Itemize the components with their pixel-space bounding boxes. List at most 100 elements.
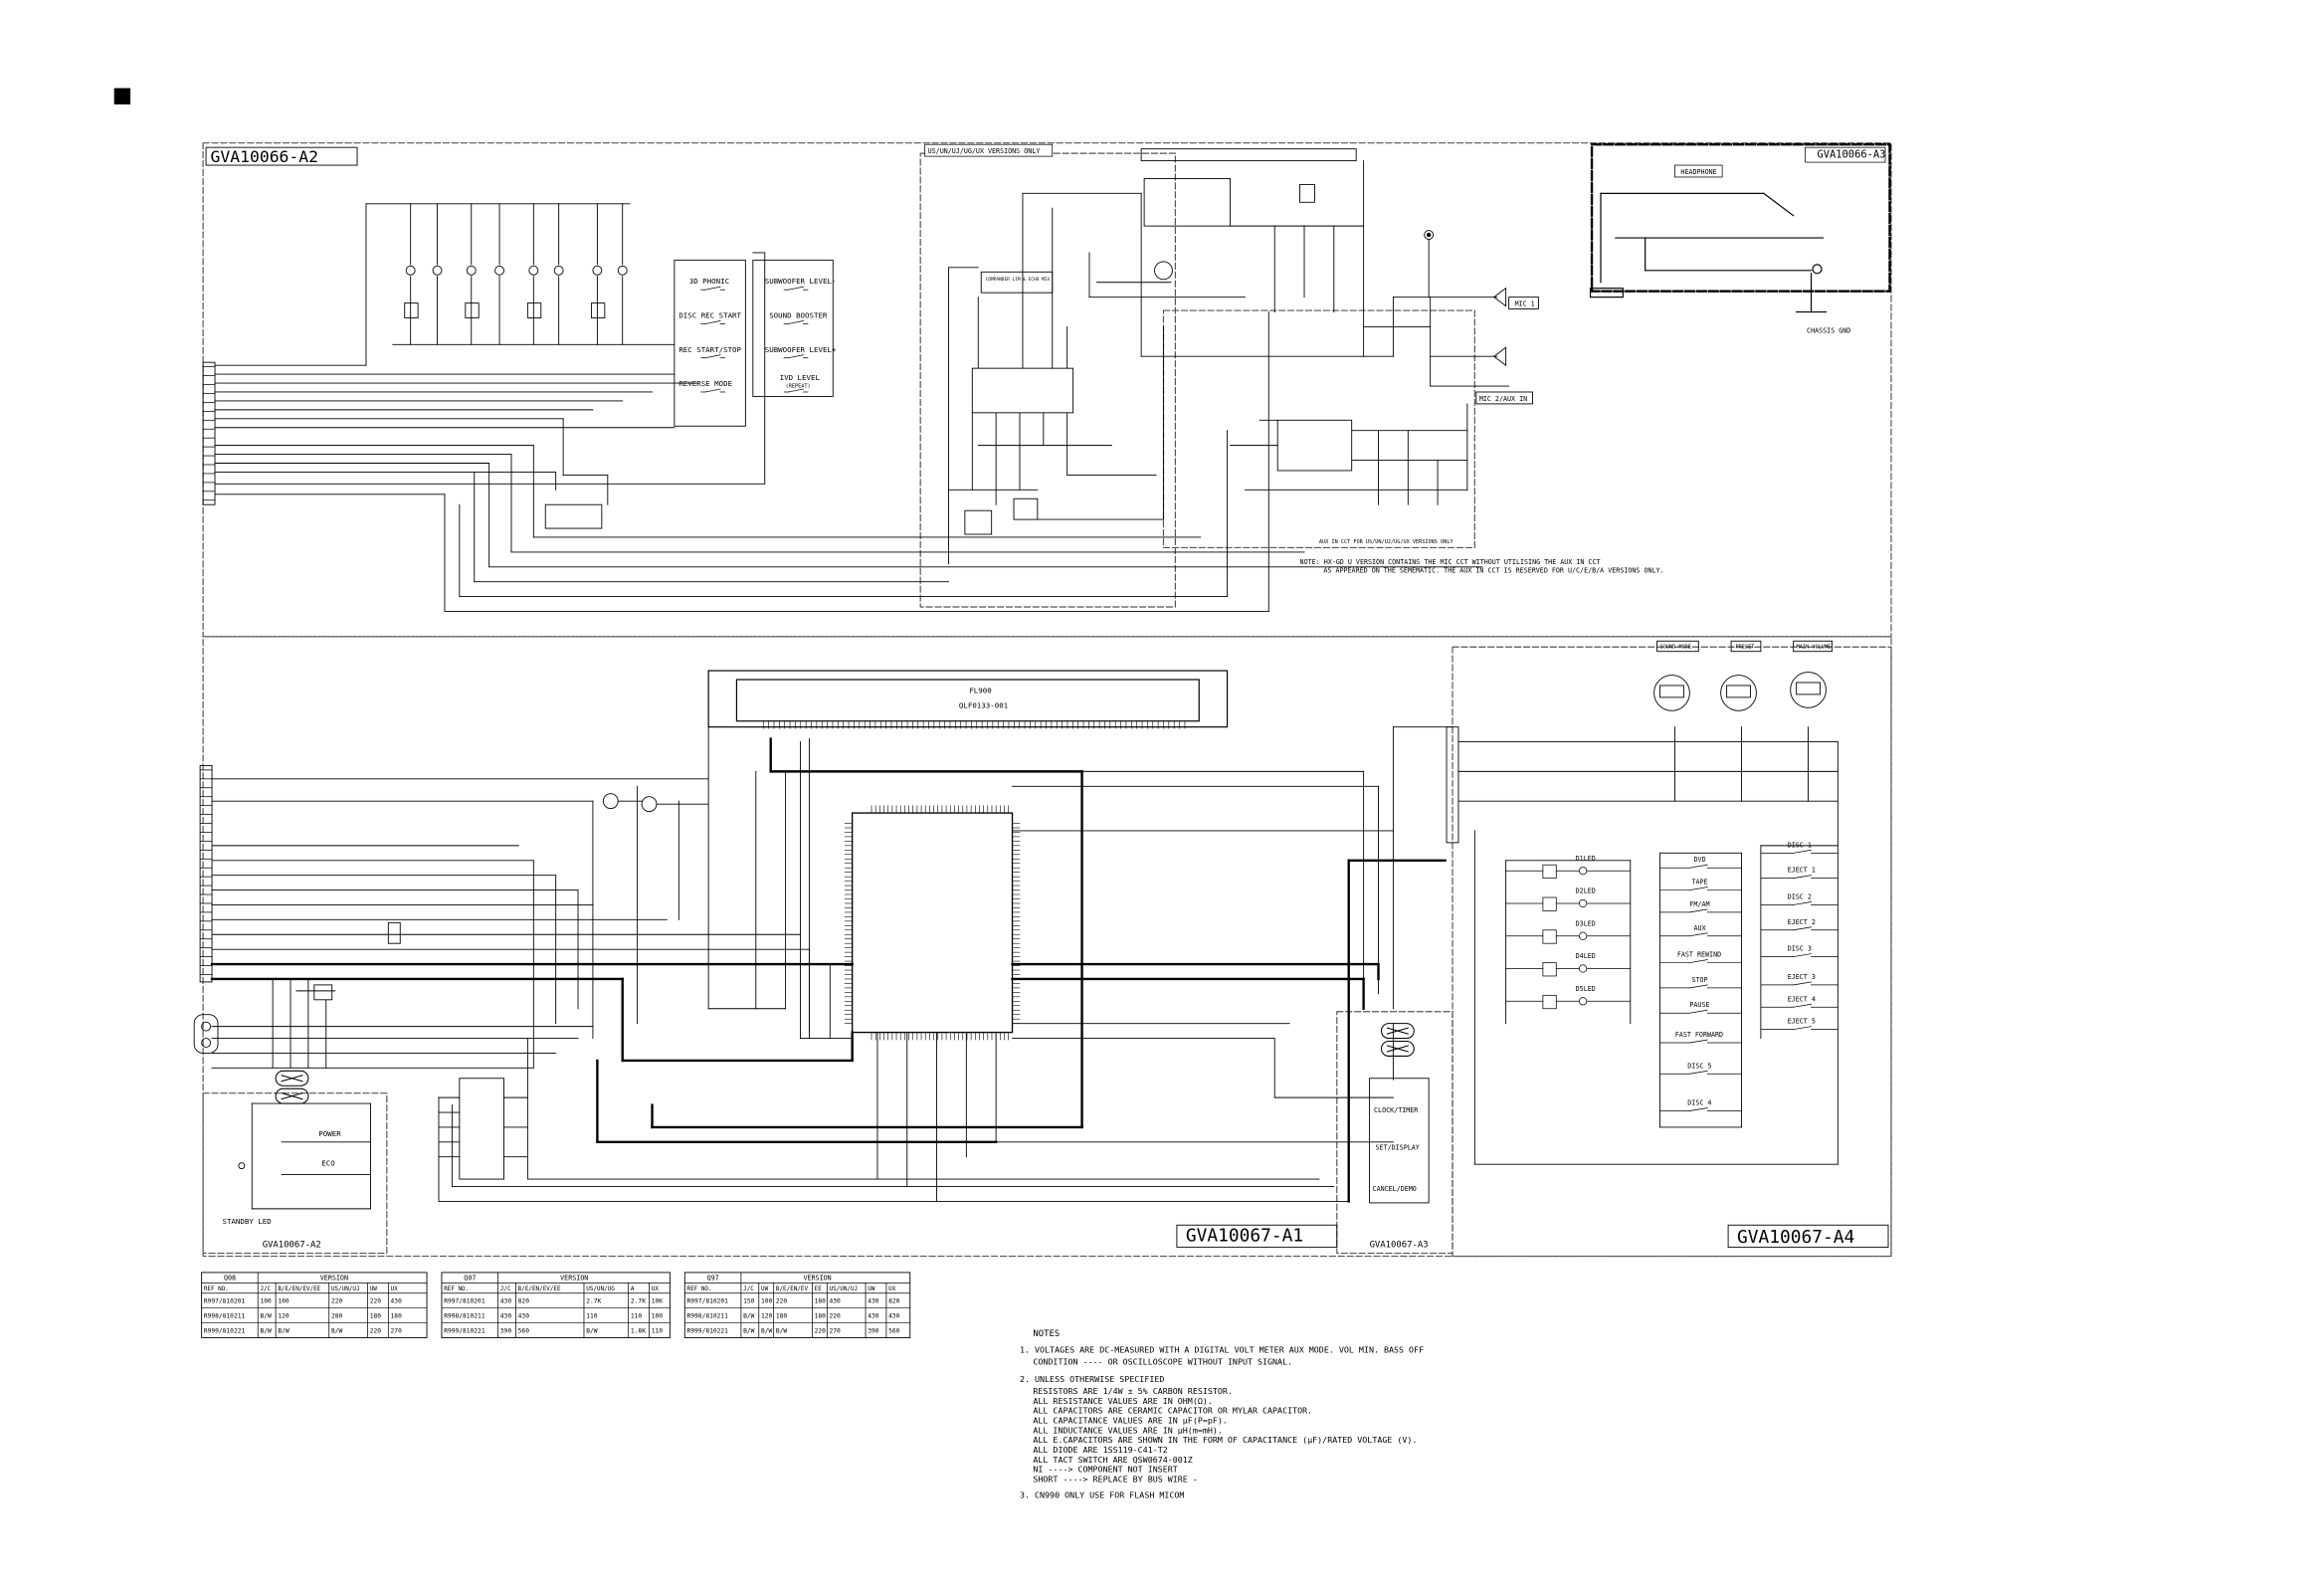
table-col-header: J/C <box>743 1285 754 1292</box>
sw-ivd-level: IVD LEVEL <box>780 373 821 382</box>
aux-note-line1: NOTE: HX-GD U VERSION CONTAINS THE MIC C… <box>1300 558 1601 566</box>
table-cell: 390 <box>500 1327 512 1334</box>
table-col-header: US/UN/UJ <box>331 1285 360 1292</box>
table-cell: 100 <box>260 1297 272 1304</box>
table-ref: Q08 <box>224 1274 236 1282</box>
top-left-connector-pins <box>202 366 216 501</box>
table-cell: R999/810221 <box>687 1327 729 1334</box>
a4-led-label: D1LED <box>1576 855 1596 863</box>
table-col-header: B/E/EN/EV <box>776 1285 809 1292</box>
a2-sub-border <box>202 1092 388 1255</box>
fl-part: QLF0133-001 <box>959 700 1008 709</box>
main-microcontroller <box>851 812 1014 1034</box>
a4-switch-label: STOP <box>1691 976 1707 984</box>
bottom-left-connector <box>193 764 219 1054</box>
table-col-header: US/UN/UG <box>586 1285 615 1292</box>
note-2-line: NI ----> COMPONENT NOT INSERT <box>1033 1465 1177 1475</box>
switch-symbols-top <box>700 286 809 393</box>
note-2-line: ALL DIODE ARE 1SS119-C41-T2 <box>1033 1445 1167 1455</box>
table-cell: R998/810211 <box>687 1312 729 1319</box>
table-col-header: B/E/EN/EV/EE <box>278 1285 320 1292</box>
a3-top-border <box>1590 143 1891 293</box>
table-version: VERSION <box>320 1274 348 1282</box>
note-2-line: ALL RESISTANCE VALUES ARE IN OHM(Ω). <box>1033 1396 1213 1406</box>
ic-op-amp <box>1143 178 1231 227</box>
standby-led-label: STANDBY LED <box>222 1217 272 1226</box>
note-1b: CONDITION ---- OR OSCILLOSCOPE WITHOUT I… <box>1033 1356 1292 1366</box>
sw-set-display: SET/DISPLAY <box>1376 1143 1420 1151</box>
a4-led-5 <box>1542 994 1557 1010</box>
table-cell: 100 <box>761 1297 773 1304</box>
mic1-label: MIC 1 <box>1515 300 1535 308</box>
table-cell: B/W <box>260 1312 272 1319</box>
table-cell: 150 <box>743 1297 755 1304</box>
table-cell: 430 <box>830 1297 842 1304</box>
a4-led-label: D5LED <box>1576 985 1596 993</box>
a3-bottom-circuit <box>1369 1078 1430 1204</box>
table-cell: B/W <box>278 1327 290 1334</box>
board-title-a2-top: GVA10066-A2 <box>211 147 318 166</box>
sw-disc-rec-start: DISC REC START <box>678 311 741 320</box>
a4-switch-label: EJECT 5 <box>1788 1018 1816 1026</box>
table-cell: 430 <box>518 1312 530 1319</box>
board-border-bottom <box>202 636 1892 1258</box>
table-cell: R997/810201 <box>444 1297 485 1304</box>
note-2-line: ALL CAPACITORS ARE CERAMIC CAPACITOR OR … <box>1033 1406 1312 1416</box>
a4-led-label: D2LED <box>1576 888 1596 895</box>
table-cell: 430 <box>391 1297 403 1304</box>
table-col-header: B/E/EN/EV/EE <box>518 1285 561 1292</box>
a4-switch-label: TAPE <box>1691 879 1707 887</box>
board-title-a2-bottom: GVA10067-A2 <box>263 1241 321 1251</box>
table-ref: Q97 <box>707 1274 719 1282</box>
a4-switch-label: DVD <box>1694 856 1706 864</box>
table-cell: 820 <box>518 1297 530 1304</box>
table-cell: R999/810221 <box>204 1327 246 1334</box>
table-cell: 220 <box>370 1297 382 1304</box>
table-cell: 110 <box>652 1327 664 1334</box>
a4-led-label: D3LED <box>1576 919 1596 927</box>
a4-switch-label: EJECT 4 <box>1788 995 1816 1003</box>
table-cell: 180 <box>776 1312 788 1319</box>
a4-switch-label: FM/AM <box>1689 900 1709 908</box>
a4-led-3 <box>1542 929 1557 944</box>
note-1a: 1. VOLTAGES ARE DC-MEASURED WITH A DIGIT… <box>1020 1344 1424 1354</box>
table-cell: 180 <box>815 1312 827 1319</box>
a4-switch-label: PAUSE <box>1689 1001 1709 1009</box>
table-col-header: UW <box>370 1285 378 1292</box>
table-ref: Q07 <box>464 1274 476 1282</box>
table-cell: R997/810201 <box>204 1297 246 1304</box>
table-col-header: UW <box>761 1285 769 1292</box>
switch-matrix-right <box>752 259 834 397</box>
table-cell: 270 <box>830 1327 842 1334</box>
fl-display-pins <box>762 720 1186 729</box>
sw-rec-start-stop: REC START/STOP <box>678 345 741 354</box>
compander-ic <box>971 367 1074 414</box>
note-2-line: ALL E.CAPACITORS ARE SHOWN IN THE FORM O… <box>1033 1435 1417 1445</box>
table-cell: 270 <box>391 1327 403 1334</box>
a4-switch-label: FAST FORWARD <box>1675 1031 1723 1039</box>
table-col-header: US/UN/UJ <box>830 1285 859 1292</box>
table-col-header: REF NO. <box>444 1285 469 1292</box>
sw-eco: ECO <box>321 1159 335 1168</box>
sw-reverse-mode: REVERSE MODE <box>678 379 732 388</box>
table-cell: 180 <box>370 1312 382 1319</box>
table-cell: 430 <box>888 1312 900 1319</box>
aux-ic <box>1276 419 1353 472</box>
corner-marker <box>113 88 131 104</box>
a4-switch-label: AUX <box>1694 924 1706 932</box>
table-cell: 2.7K <box>631 1297 646 1304</box>
knob-preset: PRESET <box>1736 645 1756 651</box>
table-col-header: A <box>631 1285 635 1292</box>
table-cell: 390 <box>868 1327 879 1334</box>
a4-switch-label: EJECT 3 <box>1788 973 1816 981</box>
top-wiring <box>214 203 1483 612</box>
a4-switch-label: EJECT 1 <box>1788 867 1816 875</box>
a4-led-1 <box>1542 864 1557 880</box>
bottom-left-connector-pins <box>199 769 213 975</box>
board-title-a3-bottom: GVA10067-A3 <box>1370 1241 1429 1251</box>
